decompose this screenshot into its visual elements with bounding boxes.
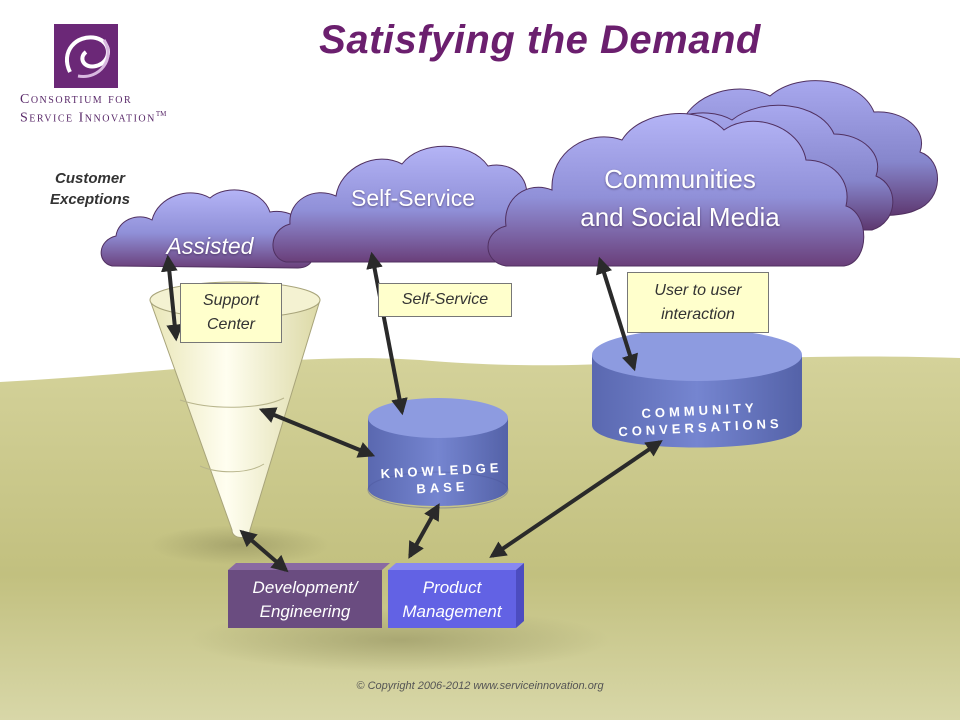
cloud-label-assisted: Assisted <box>166 233 254 259</box>
arrow-knowledge-pm <box>408 503 440 559</box>
cloud-label-communities: Communities and Social Media <box>540 160 820 236</box>
callout-user-to-user: User to user interaction <box>627 272 769 333</box>
customer-exceptions-line1: Customer <box>54 170 125 187</box>
customer-exceptions-line2: Exceptions <box>49 191 131 208</box>
communities-line1: Communities <box>604 164 756 194</box>
arrow-funnel-dev <box>239 529 289 573</box>
dev-line1: Development/ <box>252 578 358 597</box>
arrow-conversations-pm <box>489 440 663 558</box>
cloud-communities <box>487 113 865 267</box>
arrow-assisted-support <box>160 254 184 342</box>
support-center-line1: Support <box>202 292 260 309</box>
logo-line2: Service InnovationTM <box>20 110 166 127</box>
consortium-logo-icon <box>54 24 118 88</box>
dev-line2: Engineering <box>259 602 351 621</box>
arrow-selfservice-knowledge <box>366 251 408 416</box>
arrow-funnel-knowledge <box>258 407 376 458</box>
user-to-user-line1: User to user <box>654 281 742 299</box>
logo-line1: Consortium for <box>20 92 133 107</box>
communities-line2: and Social Media <box>580 202 780 232</box>
community-conversations-cylinder <box>592 329 802 448</box>
cloud-label-self-service: Self-Service <box>351 185 475 211</box>
callout-support-center: Support Center <box>180 283 282 343</box>
pm-line1: Product <box>422 578 482 597</box>
callout-self-service: Self-Service <box>378 283 512 317</box>
support-center-line2: Center <box>206 316 256 333</box>
development-engineering-label: Development/ Engineering <box>228 576 382 624</box>
pm-line2: Management <box>402 602 502 621</box>
customer-exceptions-label: Customer Exceptions <box>30 168 150 210</box>
page-title: Satisfying the Demand <box>319 18 761 62</box>
product-management-box <box>388 563 524 628</box>
arrow-communities-conversations <box>596 256 638 372</box>
product-management-label: Product Management <box>388 576 516 624</box>
logo-line2-text: Service Innovation <box>20 110 156 126</box>
user-to-user-line2: interaction <box>661 305 735 323</box>
logo-trademark: TM <box>155 110 167 118</box>
copyright-footer: © Copyright 2006-2012 www.serviceinnovat… <box>356 680 604 692</box>
